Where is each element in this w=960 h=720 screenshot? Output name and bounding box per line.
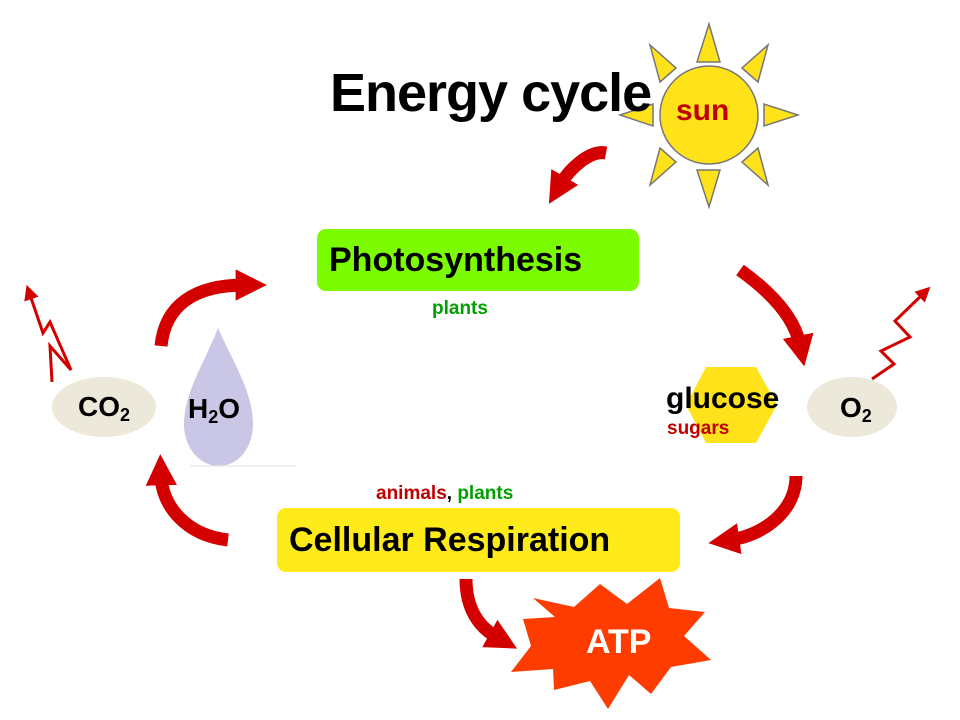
photosynthesis-organisms: plants (432, 298, 488, 319)
h2o-o: O (218, 393, 241, 424)
sun-ray (763, 102, 801, 128)
sun-disc (659, 65, 759, 165)
respiration-to-atp-arrow (459, 578, 518, 649)
sun-to-photosynthesis-arrow (548, 146, 608, 204)
respiration-organism-plants: plants (457, 483, 514, 504)
sun-label: sun (676, 94, 730, 127)
photosynthesis-box: Photosynthesis (317, 229, 639, 291)
o2-label: O2 (840, 392, 872, 427)
co2-subscript: 2 (120, 405, 131, 425)
h2o-label: H2O (188, 393, 240, 428)
respiration-organism-animals: animals (376, 483, 447, 504)
atp-burst (511, 578, 711, 709)
sun-ray (740, 146, 770, 188)
atp-label: ATP (586, 623, 652, 661)
respiration-to-co2-arrow (145, 454, 229, 547)
co2-to-photosynthesis-arrow (154, 269, 267, 347)
respiration-organisms: animals, plants (376, 483, 513, 505)
glucose-label: glucose (666, 382, 780, 415)
o2-release-squiggle (871, 286, 931, 381)
o2-subscript: 2 (861, 406, 872, 426)
sun-ray (617, 102, 654, 128)
co2-base: CO (78, 391, 120, 422)
respiration-label: Cellular Respiration (289, 520, 611, 559)
sun-ray (648, 146, 678, 188)
glucose-hexagon (686, 367, 777, 443)
glucose-to-respiration-arrow (708, 475, 803, 555)
sun-ray (648, 42, 678, 84)
co2-release-squiggle (24, 284, 73, 383)
sun-ray (695, 21, 721, 63)
co2-bubble (52, 377, 156, 437)
page-title: Energy cycle (330, 63, 652, 123)
respiration-organism-separator: , (446, 483, 453, 504)
co2-label: CO2 (78, 391, 130, 426)
h2o-h: H (188, 393, 209, 424)
o2-base: O (840, 392, 862, 423)
sun-ray (695, 169, 722, 210)
sun-ray (740, 42, 770, 84)
o2-bubble (807, 377, 897, 437)
photosynthesis-label: Photosynthesis (329, 240, 583, 279)
water-drop-icon (184, 328, 253, 466)
photosynthesis-to-glucose-arrow (736, 264, 814, 367)
h2o-subscript: 2 (208, 407, 219, 427)
sun-icon (617, 21, 801, 210)
cellular-respiration-box: Cellular Respiration (277, 508, 680, 572)
sugars-label: sugars (667, 418, 730, 439)
